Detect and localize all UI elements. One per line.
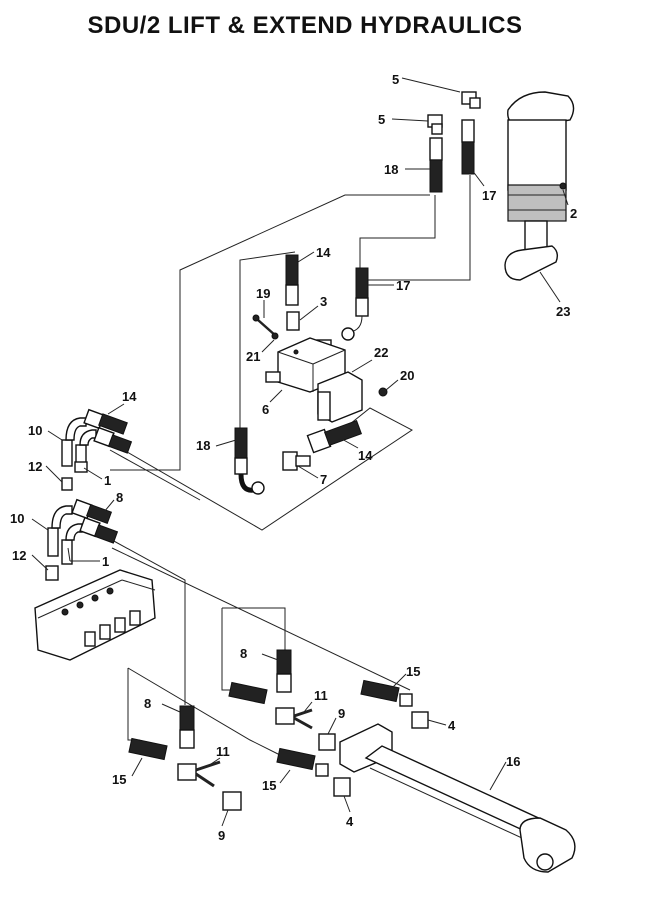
callout-12: 12 xyxy=(28,459,42,474)
callout-9: 9 xyxy=(218,828,225,843)
lift-cylinder xyxy=(504,91,575,281)
hose-15-lower-left xyxy=(128,737,168,761)
tee-fitting-7 xyxy=(282,451,311,471)
cap-9-lower xyxy=(222,791,242,811)
callout-4: 4 xyxy=(346,814,354,829)
hose-18-mid xyxy=(234,427,265,495)
callout-22: 22 xyxy=(374,345,388,360)
elbow-fitting-5-lower xyxy=(427,114,443,135)
callout-15: 15 xyxy=(262,778,276,793)
hose-15-upper-left xyxy=(228,681,268,705)
fitting-group-lower xyxy=(45,505,83,581)
callout-17: 17 xyxy=(482,188,496,203)
hose-15-upper-right xyxy=(360,679,413,707)
hose-8-valve xyxy=(71,498,119,544)
callout-7: 7 xyxy=(320,472,327,487)
valve-block-6 xyxy=(265,337,346,393)
callout-19: 19 xyxy=(256,286,270,301)
washer-21 xyxy=(271,332,279,340)
callout-14: 14 xyxy=(316,245,331,260)
callout-8: 8 xyxy=(144,696,151,711)
callout-3: 3 xyxy=(320,294,327,309)
callout-9: 9 xyxy=(338,706,345,721)
nut-20 xyxy=(378,387,388,397)
hose-14-right xyxy=(306,419,363,454)
callout-23: 23 xyxy=(556,304,570,319)
callout-11: 11 xyxy=(216,744,230,759)
callout-5: 5 xyxy=(378,112,385,127)
callout-10: 10 xyxy=(28,423,42,438)
callout-14: 14 xyxy=(122,389,137,404)
callout-18: 18 xyxy=(384,162,398,177)
callout-4: 4 xyxy=(448,718,456,733)
hose-18-upper xyxy=(429,137,443,193)
hose-17-upper xyxy=(461,119,475,175)
callout-21: 21 xyxy=(246,349,260,364)
hose-8-upper-right xyxy=(276,649,292,693)
callout-18: 18 xyxy=(196,438,210,453)
callout-8: 8 xyxy=(116,490,123,505)
callout-12: 12 xyxy=(12,548,26,563)
callout-17: 17 xyxy=(396,278,410,293)
control-valve-bank xyxy=(34,569,156,661)
tee-11-lower xyxy=(177,760,221,788)
hose-8-lower-left xyxy=(179,705,195,749)
callout-11: 11 xyxy=(314,688,328,703)
tee-11-upper xyxy=(275,707,313,730)
callout-labels: 5 5 18 17 2 23 14 17 19 3 22 21 20 6 14 … xyxy=(10,72,577,843)
elbow-4-lower xyxy=(333,777,351,797)
callout-8: 8 xyxy=(240,646,247,661)
callout-1: 1 xyxy=(104,473,111,488)
page-title: SDU/2 LIFT & EXTEND HYDRAULICS xyxy=(87,12,523,39)
cap-9-upper xyxy=(318,733,336,751)
callout-10: 10 xyxy=(10,511,24,526)
hose-14-valve-upper xyxy=(83,408,133,454)
callout-14: 14 xyxy=(358,448,373,463)
callout-15: 15 xyxy=(406,664,420,679)
elbow-4-upper xyxy=(411,711,429,729)
bracket-22 xyxy=(317,371,363,423)
callout-6: 6 xyxy=(262,402,269,417)
leader-lines xyxy=(31,77,569,827)
callout-15: 15 xyxy=(112,772,126,787)
hose-14-mid xyxy=(285,254,299,306)
elbow-fitting-5-upper xyxy=(461,91,481,109)
hose-17-mid xyxy=(341,267,369,341)
callout-20: 20 xyxy=(400,368,414,383)
fitting-group-upper xyxy=(61,417,97,491)
callout-1: 1 xyxy=(102,554,109,569)
callout-16: 16 xyxy=(506,754,520,769)
callout-5: 5 xyxy=(392,72,399,87)
bolt-19 xyxy=(252,314,277,337)
callout-2: 2 xyxy=(570,206,577,221)
hose-15-lower-mid xyxy=(276,747,329,777)
extend-cylinder-16 xyxy=(339,723,576,873)
